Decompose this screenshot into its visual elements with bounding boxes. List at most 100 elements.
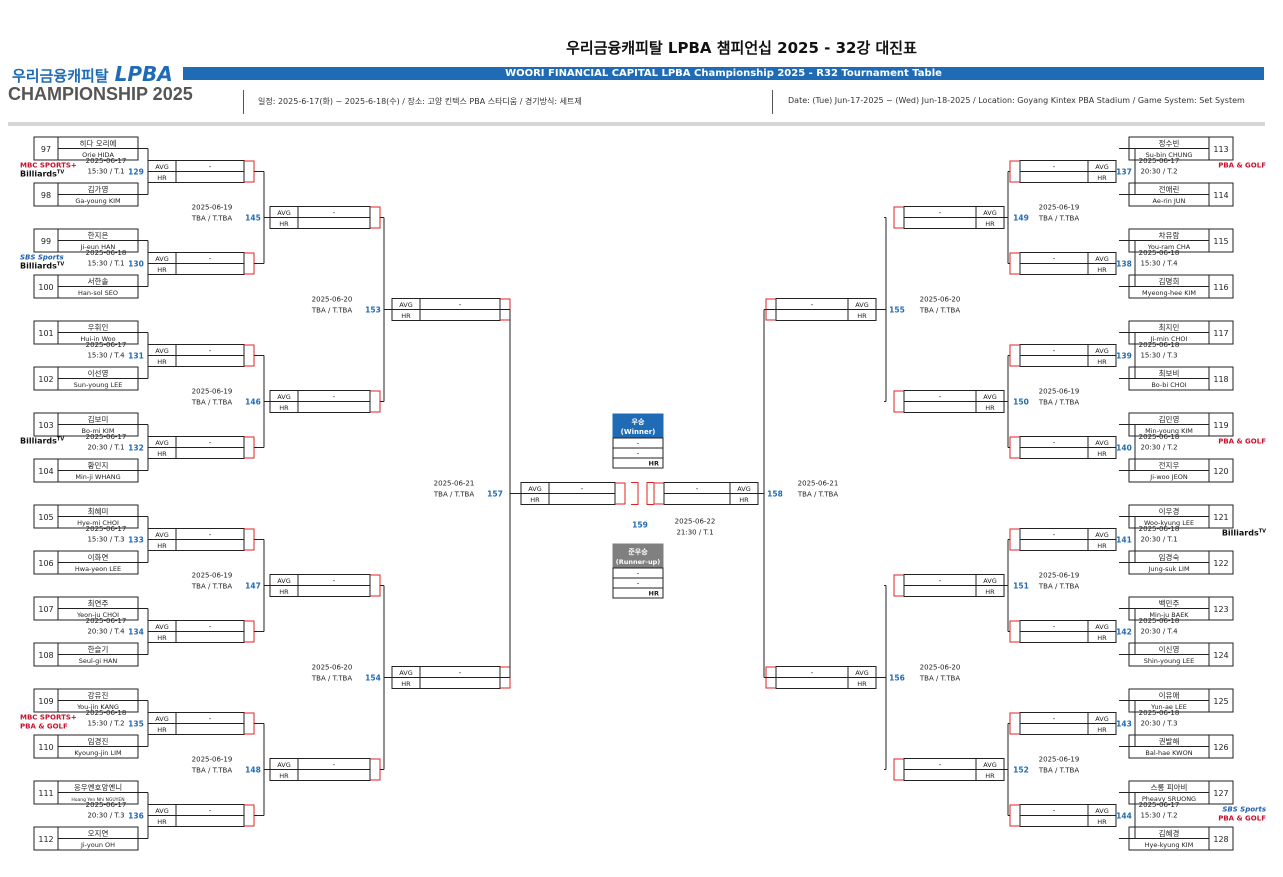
hr-label: HR	[1097, 450, 1107, 458]
avg-value: -	[209, 623, 212, 631]
match-time: 20:30 / T.3	[1140, 720, 1177, 728]
match-number: 135	[128, 720, 144, 729]
advance-hook	[615, 482, 626, 505]
avg-label: AVG	[155, 163, 169, 171]
avg-value: -	[811, 669, 814, 677]
player-number: 118	[1213, 375, 1228, 384]
avg-label: AVG	[155, 715, 169, 723]
player-name-english: Su-bin CHUNG	[1146, 151, 1193, 159]
score-box	[147, 252, 245, 275]
hr-label: HR	[857, 680, 867, 688]
score-box	[1019, 620, 1117, 643]
match-number: 133	[128, 536, 144, 545]
match-time: TBA / T.TBA	[1038, 767, 1079, 775]
score-box	[147, 712, 245, 735]
player-name-english: Ji-woo JEON	[1149, 473, 1188, 481]
hr-label: HR	[1097, 542, 1107, 550]
player-name-korean: 이화연	[88, 552, 109, 562]
avg-value: -	[209, 439, 212, 447]
hr-label: HR	[985, 772, 995, 780]
player-name-korean: 김민영	[1159, 414, 1180, 424]
player-name-english: Min-young KIM	[1145, 427, 1193, 435]
advance-hook	[893, 758, 904, 781]
avg-value: -	[209, 255, 212, 263]
match-number: 156	[889, 674, 905, 683]
runnerup-title-english: (Runner-up)	[616, 558, 660, 566]
player-number: 126	[1213, 743, 1228, 752]
player-name-korean: 김명희	[1159, 276, 1180, 286]
match-date: 2025-06-18	[1139, 249, 1180, 257]
player-name-english: Myeong-hee KIM	[1142, 289, 1196, 297]
advance-hook	[370, 390, 381, 413]
avg-value: -	[459, 301, 462, 309]
match-date: 2025-06-18	[86, 249, 127, 257]
final-match-number: 159	[632, 521, 648, 530]
match-time: TBA / T.TBA	[191, 767, 232, 775]
winner-avg: -	[637, 450, 640, 458]
match-time: 20:30 / T.2	[1140, 444, 1177, 452]
match-number: 140	[1116, 444, 1132, 453]
player-name-korean: 최연주	[88, 598, 109, 608]
player-name-korean: 스롱 피아비	[1151, 782, 1188, 792]
match-number: 130	[128, 260, 144, 269]
hr-label: HR	[279, 404, 289, 412]
match-time: 20:30 / T.2	[1140, 168, 1177, 176]
player-number: 117	[1213, 329, 1228, 338]
match-time: TBA / T.TBA	[191, 583, 232, 591]
runnerup-name: -	[637, 570, 640, 578]
player-name-korean: 한슬기	[88, 645, 109, 654]
mbc-logo-text: MBC SPORTS+	[20, 162, 77, 170]
match-date: 2025-06-19	[1039, 756, 1080, 764]
player-name-korean: 히다 오리에	[80, 138, 117, 148]
avg-label: AVG	[1095, 531, 1109, 539]
avg-value: -	[1053, 163, 1056, 171]
header-rule	[8, 122, 1265, 126]
hr-label: HR	[1097, 726, 1107, 734]
player-name-korean: 응우옌호앙옌니	[74, 782, 122, 792]
hr-label: HR	[1097, 358, 1107, 366]
match-number: 149	[1013, 214, 1029, 223]
match-number: 134	[128, 628, 144, 637]
score-box	[520, 482, 616, 505]
player-name-korean: 이신영	[1159, 644, 1180, 654]
avg-value: -	[209, 347, 212, 355]
match-time: TBA / T.TBA	[311, 675, 352, 683]
player-name-korean: 차유람	[1159, 231, 1180, 240]
match-date: 2025-06-20	[920, 296, 961, 304]
player-number: 105	[38, 513, 53, 522]
avg-value: -	[333, 577, 336, 585]
match-time: TBA / T.TBA	[433, 491, 474, 499]
divider	[772, 90, 773, 114]
mbc-logo-text: MBC SPORTS+	[20, 714, 77, 722]
match-time: 20:30 / T.4	[87, 628, 125, 636]
match-number: 143	[1116, 720, 1132, 729]
player-name-korean: 김가영	[88, 184, 109, 194]
hr-label: HR	[401, 680, 411, 688]
hr-label: HR	[157, 358, 167, 366]
score-box	[1019, 344, 1117, 367]
avg-label: AVG	[983, 393, 997, 401]
avg-label: AVG	[155, 531, 169, 539]
advance-hook	[1009, 436, 1020, 459]
score-box	[147, 804, 245, 827]
player-number: 123	[1213, 605, 1228, 614]
avg-label: AVG	[277, 393, 291, 401]
final-hook-left	[631, 482, 639, 505]
match-time: TBA / T.TBA	[1038, 215, 1079, 223]
avg-label: AVG	[983, 209, 997, 217]
avg-label: AVG	[1095, 347, 1109, 355]
match-number: 157	[487, 490, 503, 499]
avg-label: AVG	[1095, 255, 1109, 263]
score-box	[147, 436, 245, 459]
winner-header	[612, 413, 664, 439]
player-number: 119	[1213, 421, 1228, 430]
player-name-korean: 한지은	[88, 231, 109, 240]
player-number: 98	[41, 191, 51, 200]
avg-label: AVG	[155, 439, 169, 447]
player-number: 114	[1213, 191, 1228, 200]
score-box	[903, 390, 1005, 413]
avg-label: AVG	[1095, 623, 1109, 631]
avg-label: AVG	[983, 577, 997, 585]
avg-value: -	[939, 577, 942, 585]
match-time: TBA / T.TBA	[191, 215, 232, 223]
